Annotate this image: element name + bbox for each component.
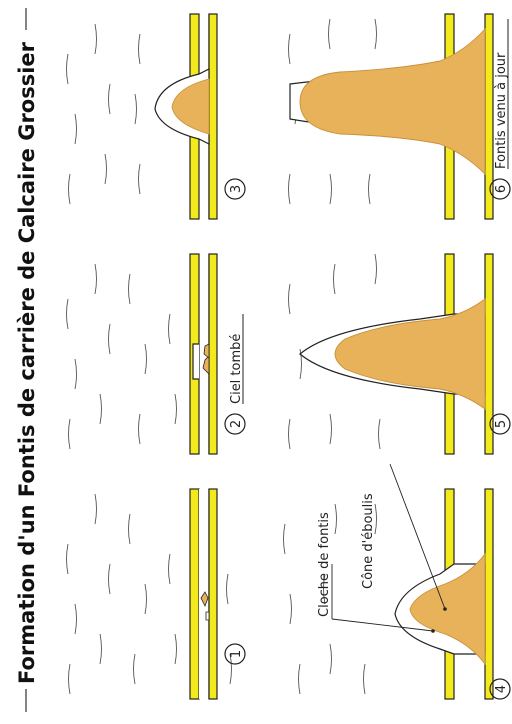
label-cone-deboulis: Cône d'éboulis [361, 493, 376, 589]
stage-2-number: 2 [229, 420, 244, 428]
label-ciel-tombe: Ciel tombé [229, 334, 244, 404]
stage-6-number: 6 [494, 185, 509, 193]
stage-1-number: 1 [229, 650, 244, 658]
stage-4-number: 4 [494, 685, 509, 693]
label-fontis-venu-a-jour: Fontis venu à jour [494, 52, 509, 169]
page-title: Formation d'un Fontis de carrière de Cal… [15, 41, 39, 684]
stage-5-number: 5 [494, 420, 509, 428]
label-cloche-de-fontis: Cloche de fontis [317, 512, 332, 617]
stage-3-number: 3 [229, 185, 244, 193]
